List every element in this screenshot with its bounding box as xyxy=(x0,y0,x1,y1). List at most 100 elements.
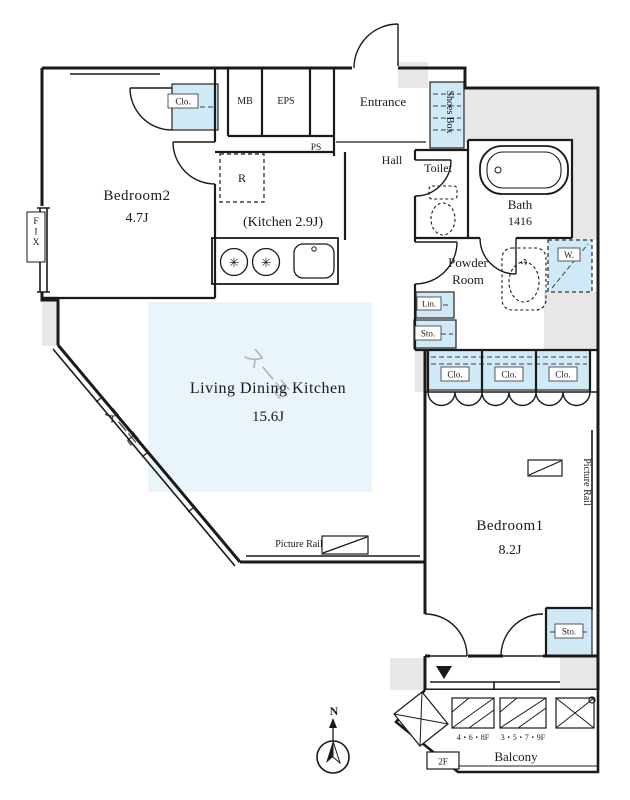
shoes-box xyxy=(429,81,465,149)
bathtub-icon xyxy=(479,145,569,195)
bedroom2-door-swing xyxy=(172,141,216,185)
kitchen-fixtures: ✳ ✳ xyxy=(211,153,339,285)
eps-label: EPS xyxy=(277,96,294,107)
balcony-hatch-right-x xyxy=(555,697,595,729)
picture-rail-ldk-label: Picture Rail xyxy=(275,539,323,550)
toilet-label: Toilet xyxy=(424,161,452,175)
drain-icon xyxy=(588,696,596,704)
wall-bedroom1-storage xyxy=(544,606,592,656)
wall-bath xyxy=(466,138,574,240)
bedroom2-closet-label: Clo. xyxy=(175,97,190,107)
wall-masses xyxy=(42,62,598,690)
bedroom2-size: 4.7J xyxy=(126,211,150,226)
wall-mass-right-of-bath xyxy=(572,140,598,240)
hall-storage-label: Sto. xyxy=(421,329,435,339)
stove-burner-icon xyxy=(219,247,249,277)
ldk-label: Living Dining Kitchen xyxy=(190,380,346,397)
refrigerator-label: R xyxy=(238,171,246,185)
toilet-floor xyxy=(415,150,468,238)
compass-needle-dark xyxy=(326,741,333,763)
drain-icon xyxy=(494,166,502,174)
label-tags xyxy=(167,93,584,639)
balcony-label: Balcony xyxy=(494,749,538,764)
wall-mass-entrance-corner xyxy=(398,62,428,88)
toilet-door-swing xyxy=(414,159,452,197)
closet-label-2: Clo. xyxy=(501,370,516,380)
compass xyxy=(316,718,350,774)
wall-top-right xyxy=(42,66,600,690)
diagonal-window-ticks xyxy=(95,397,194,513)
wall-mass-top-right xyxy=(465,88,598,142)
washer-tag xyxy=(557,247,581,262)
compass-needle-light xyxy=(332,740,342,765)
kitchen-sink xyxy=(293,243,335,279)
wall-shelf-diagonal xyxy=(528,460,562,476)
mb-label: MB xyxy=(237,96,253,107)
closet-label-3: Clo. xyxy=(555,370,570,380)
kitchen-label: (Kitchen 2.9J) xyxy=(243,215,323,230)
wall-kitchen xyxy=(215,150,347,240)
powder-basin xyxy=(501,247,547,311)
ldk-size: 15.6J xyxy=(252,409,284,425)
bedroom2-closet-tag xyxy=(167,93,199,109)
ps-label: PS xyxy=(311,143,322,153)
bedroom2-label: Bedroom2 xyxy=(103,188,170,204)
linen-tag xyxy=(416,296,442,311)
bathtub-inner xyxy=(486,151,562,189)
refrigerator-box xyxy=(219,153,265,203)
shoes-box-label: Shoes Box xyxy=(444,90,455,133)
toilet-fixture xyxy=(428,185,458,236)
bedroom1-storage-tag xyxy=(554,623,584,639)
burner-icon: ✳ xyxy=(229,255,240,270)
washbasin-bowl-icon xyxy=(508,261,540,303)
doors xyxy=(129,23,591,657)
bath-size: 1416 xyxy=(508,214,532,228)
compass-north-label: N xyxy=(330,704,339,718)
powder-door-swing xyxy=(414,241,458,285)
wall-toilet xyxy=(413,148,468,240)
wall-mass-bottom-center xyxy=(390,658,426,690)
washer-label: W. xyxy=(564,250,574,260)
toilet-bowl-icon xyxy=(430,202,456,236)
ac-unit-hatch-2 xyxy=(499,697,547,729)
wall-shafts xyxy=(226,68,336,156)
faucet-icon xyxy=(311,246,317,252)
shelf-symbols xyxy=(321,459,563,555)
balcony-area xyxy=(393,689,600,774)
bedroom1-label: Bedroom1 xyxy=(476,518,543,534)
balcony-sliding-window xyxy=(430,681,560,690)
hall-storage-tag xyxy=(414,325,442,341)
ac-unit-hatch-1 xyxy=(451,697,495,729)
wall-mass-bottom-right xyxy=(560,656,598,690)
floor-2f-label: 2F xyxy=(438,757,448,767)
bedroom2-closet-door-swing xyxy=(129,87,173,131)
bath-fixtures xyxy=(479,145,569,195)
hall-label: Hall xyxy=(382,153,403,167)
burner-icon: ✳ xyxy=(261,255,272,270)
wall-mass-below-washer xyxy=(544,292,598,350)
balcony-hatch-left-x xyxy=(393,691,449,747)
entrance-door-swing xyxy=(353,23,399,69)
north-arrow-icon xyxy=(329,718,337,728)
wall-bedroom2 xyxy=(42,68,217,300)
labels: Bedroom2 4.7J (Kitchen 2.9J) Living Dini… xyxy=(33,90,592,766)
closet-tag-2 xyxy=(494,366,524,382)
powder-room-label-2: Room xyxy=(452,272,484,287)
watermark-diagonal: スーモ xyxy=(100,405,141,450)
closet-tag-3 xyxy=(548,366,578,382)
inner-walls xyxy=(42,68,598,656)
washbasin-faucet-icon xyxy=(520,258,528,266)
toilet-tank-icon xyxy=(428,185,458,200)
balcony-floors-label-1: 4・6・8F xyxy=(457,733,490,742)
washbasin-icon xyxy=(501,247,547,311)
closet-bifold-doors xyxy=(427,391,591,407)
wall-closet-row xyxy=(426,350,592,392)
entrance-label: Entrance xyxy=(360,94,406,109)
wall-diagonal xyxy=(56,344,242,563)
closet-tag-1 xyxy=(440,366,470,382)
wall-mass-left-jog xyxy=(42,296,58,346)
floor-2f-box xyxy=(426,751,460,770)
wall-shelf-diagonal xyxy=(322,536,368,554)
